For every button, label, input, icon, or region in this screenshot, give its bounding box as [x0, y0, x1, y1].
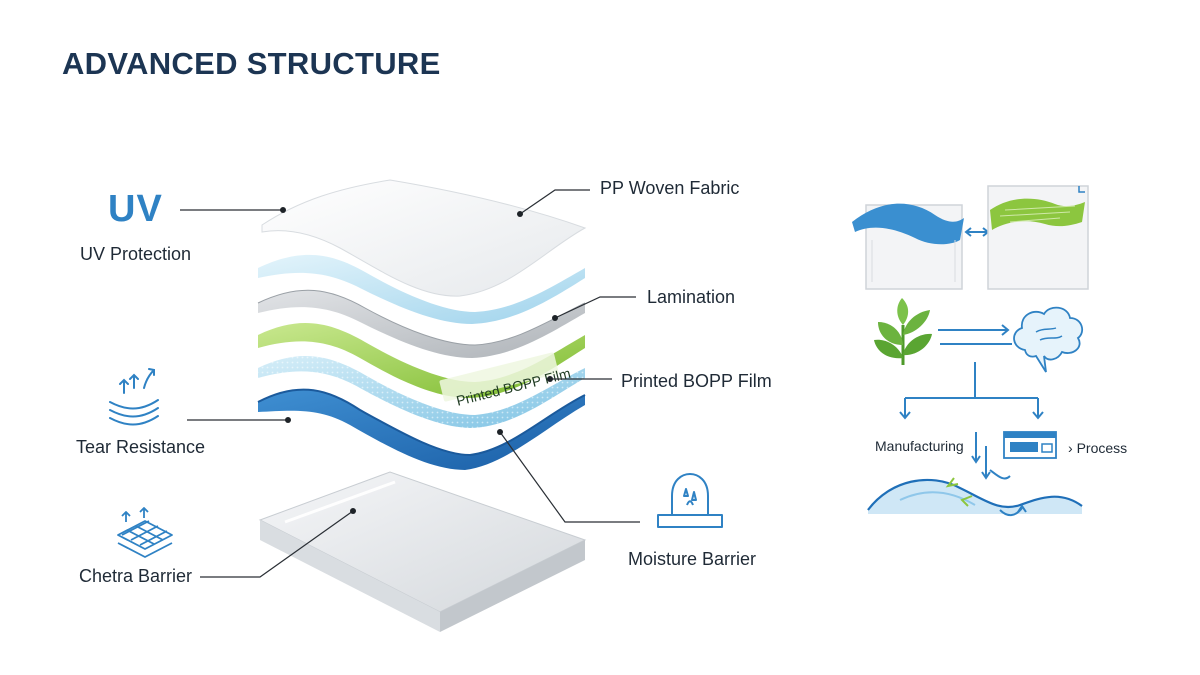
leader-fabric — [519, 189, 590, 215]
process-label: › Process — [1068, 440, 1128, 456]
layer-mesh — [258, 356, 585, 428]
callout-moisture-barrier: Moisture Barrier — [628, 549, 757, 569]
callout-lamination: Lamination — [647, 287, 736, 307]
cloud-icon — [1013, 306, 1084, 373]
tear-resistance-label: Tear Resistance — [76, 437, 206, 457]
moisture-barrier-icon — [657, 473, 723, 528]
process-label-text: Process — [1076, 440, 1128, 456]
dot-barrier — [350, 508, 356, 514]
layer-lamination — [257, 289, 586, 358]
callout-pp-woven-fabric: PP Woven Fabric — [600, 178, 740, 198]
dot-bopp — [547, 376, 553, 382]
leader-lamination — [554, 296, 636, 319]
bag-sheet — [258, 471, 587, 632]
tear-resistance-icon — [109, 368, 159, 426]
wave-icon — [867, 469, 1083, 516]
branch-arrows-icon — [899, 362, 1044, 480]
layer-pp-woven-fabric — [261, 179, 587, 297]
manufacturing-label: Manufacturing — [875, 438, 964, 454]
layer-moisture-barrier — [257, 388, 586, 470]
page-title: ADVANCED STRUCTURE — [62, 46, 441, 81]
layer-light-blue — [258, 254, 585, 324]
leader-lines — [180, 189, 640, 578]
leader-dots — [280, 207, 558, 514]
dot-fabric — [517, 211, 523, 217]
callout-printed-bopp-film: Printed BOPP Film — [621, 371, 772, 391]
barrier-label: Chetra Barrier — [79, 566, 193, 586]
leader-moisture — [499, 431, 640, 523]
leaf-icon — [874, 298, 932, 365]
fabric-panel-right — [987, 185, 1089, 290]
barrier-icon — [117, 507, 173, 558]
fabric-panel-left — [852, 203, 964, 290]
uv-mark: UV — [108, 188, 163, 230]
dot-uv — [280, 207, 286, 213]
process-window-icon — [1003, 431, 1057, 459]
dot-lamination — [552, 315, 558, 321]
uv-protection-label: UV Protection — [80, 244, 192, 264]
leader-barrier — [200, 510, 354, 578]
dot-moisture — [497, 429, 503, 435]
swap-arrow-icon — [964, 227, 990, 237]
flow-arrows-icon — [938, 324, 1012, 345]
dot-tear — [285, 417, 291, 423]
